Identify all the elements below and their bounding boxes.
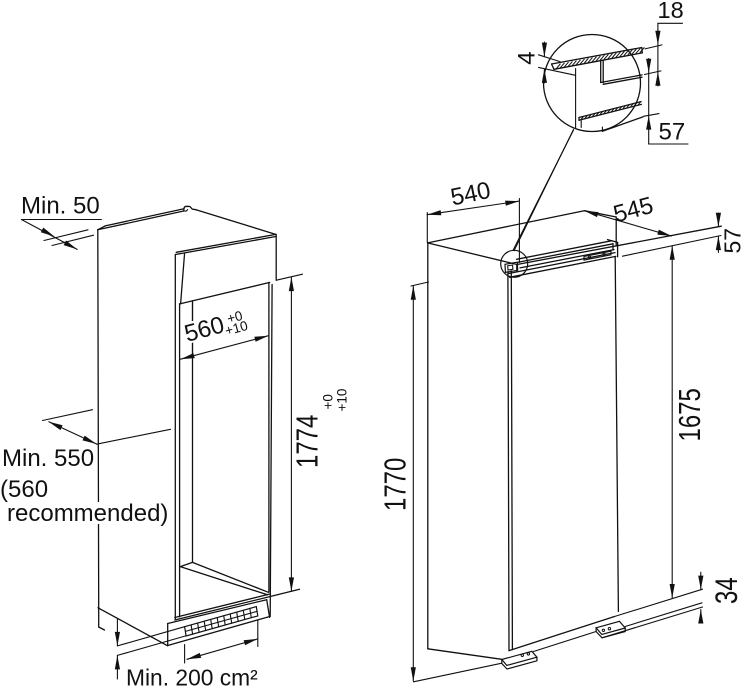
svg-text:Min. 200 cm²: Min. 200 cm² — [126, 665, 258, 688]
svg-text:(560: (560 — [0, 476, 48, 503]
svg-text:+10: +10 — [223, 318, 249, 338]
svg-text:1770: 1770 — [378, 458, 413, 511]
svg-text:Min. 50: Min. 50 — [21, 193, 100, 220]
svg-text:545: 545 — [611, 192, 657, 228]
svg-text:1774: 1774 — [290, 415, 325, 468]
svg-text:+10: +10 — [335, 389, 350, 412]
svg-text:560: 560 — [182, 311, 228, 347]
svg-text:+0: +0 — [225, 308, 244, 326]
svg-text:Min. 550: Min. 550 — [2, 445, 94, 472]
svg-text:18: 18 — [658, 0, 684, 23]
svg-text:4: 4 — [513, 51, 540, 64]
svg-text:57: 57 — [720, 228, 744, 254]
svg-text:recommended): recommended) — [7, 500, 168, 527]
svg-text:57: 57 — [659, 118, 686, 145]
svg-text:1675: 1675 — [672, 388, 707, 441]
svg-text:+0: +0 — [321, 394, 336, 409]
svg-text:34: 34 — [709, 577, 744, 604]
